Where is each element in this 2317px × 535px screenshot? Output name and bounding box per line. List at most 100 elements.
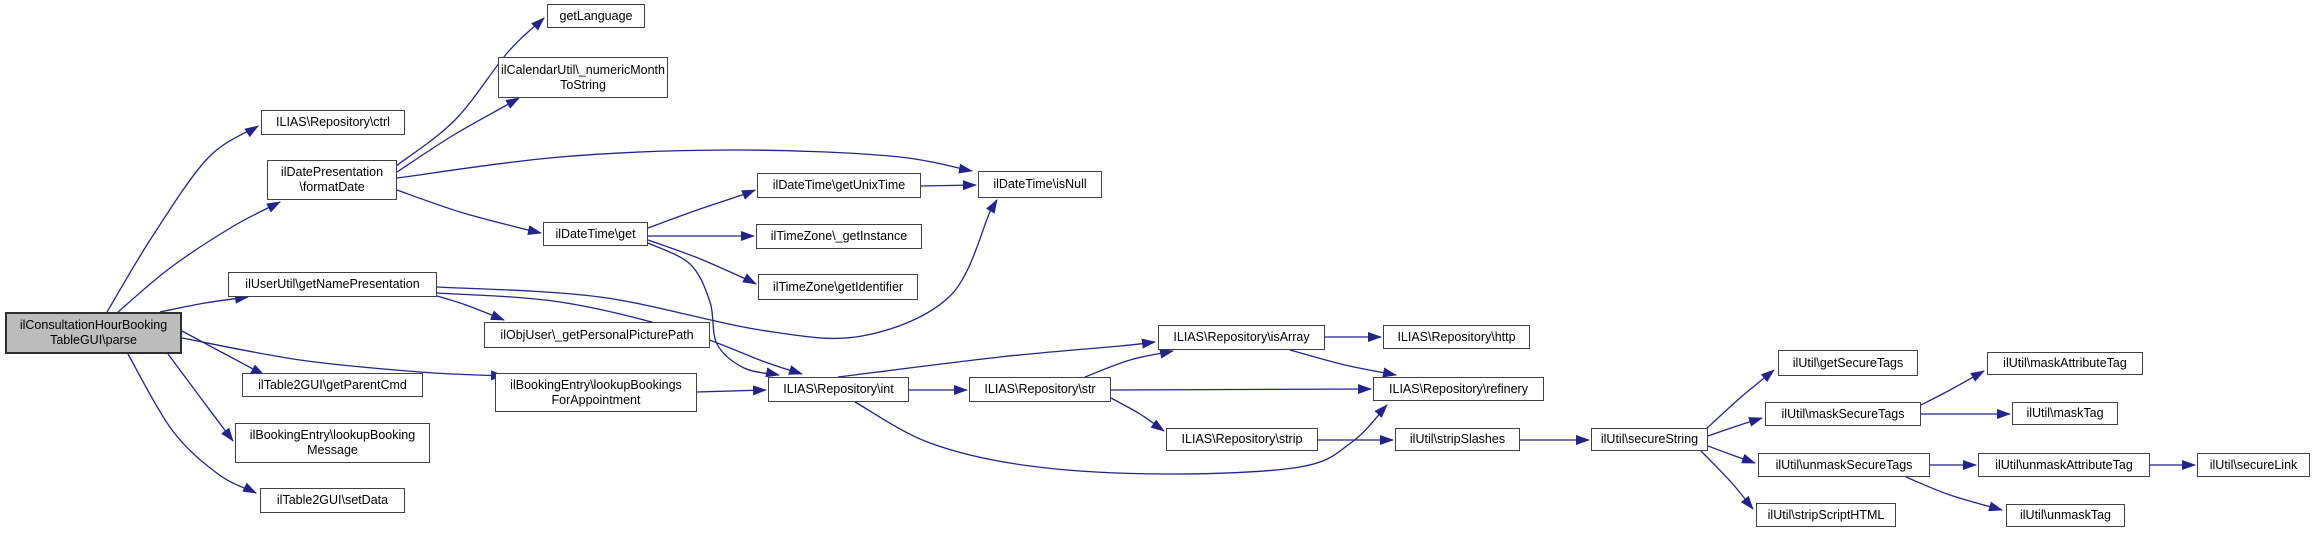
node-label: ilUtil\secureString (1600, 432, 1699, 447)
edge-repository-str-repository-strip (1110, 397, 1165, 432)
node-get-unix-time[interactable]: ilDateTime\getUnixTime (757, 173, 921, 198)
node-secure-string[interactable]: ilUtil\secureString (1591, 428, 1708, 451)
node-repository-is-array[interactable]: ILIAS\Repository\isArray (1158, 325, 1325, 350)
node-set-data[interactable]: ilTable2GUI\setData (260, 488, 405, 513)
edge-parse-get-name-presentation (159, 293, 249, 313)
node-label: ilTable2GUI\getParentCmd (258, 377, 407, 392)
edge-format-date-datetime-get (396, 189, 542, 235)
node-label: getLanguage (559, 8, 633, 23)
node-mask-secure-tags[interactable]: ilUtil\maskSecureTags (1765, 402, 1921, 426)
edge-secure-string-unmask-secure-tags (1707, 445, 1756, 464)
node-get-secure-tags[interactable]: ilUtil\getSecureTags (1778, 350, 1918, 376)
edge-repository-int-repository-refinery (854, 401, 1388, 475)
node-repository-strip[interactable]: ILIAS\Repository\strip (1166, 428, 1318, 451)
node-get-parent-cmd[interactable]: ilTable2GUI\getParentCmd (242, 373, 423, 397)
node-label: ilCalendarUtil\_numericMonth (501, 62, 665, 77)
node-label: ILIAS\Repository\isArray (1173, 330, 1310, 345)
node-personal-picture-path[interactable]: ilObjUser\_getPersonalPicturePath (484, 322, 710, 348)
edge-parse-lookup-booking-message (167, 353, 234, 442)
node-get-name-presentation[interactable]: ilUserUtil\getNamePresentation (228, 272, 437, 297)
edge-secure-string-strip-script-html (1700, 450, 1754, 510)
node-repository-int[interactable]: ILIAS\Repository\int (768, 377, 909, 402)
edge-get-name-presentation-is-null (436, 199, 998, 340)
node-label: ilBookingEntry\lookupBooking (249, 428, 416, 443)
node-label: ilUtil\stripScriptHTML (1767, 507, 1885, 522)
node-label: \formatDate (299, 180, 365, 194)
node-format-date[interactable]: ilDatePresentation\formatDate (267, 160, 397, 200)
node-strip-slashes[interactable]: ilUtil\stripSlashes (1395, 428, 1520, 451)
node-label: ToString (560, 77, 606, 92)
edge-repository-str-repository-is-array (1084, 348, 1174, 378)
node-mask-attribute-tag[interactable]: ilUtil\maskAttributeTag (1987, 352, 2143, 375)
node-label: ilTable2GUI\setData (276, 493, 389, 508)
node-get-language[interactable]: getLanguage (547, 4, 645, 28)
edge-get-unix-time-is-null (920, 180, 977, 191)
edge-datetime-get-repository-int (647, 242, 780, 378)
node-label: ILIAS\Repository\strip (1181, 432, 1303, 447)
node-label: ILIAS\Repository\http (1397, 329, 1516, 344)
node-label: TableGUI\parse (50, 333, 137, 347)
node-label: ilUtil\stripSlashes (1409, 432, 1506, 447)
edge-parse-get-parent-cmd (181, 330, 265, 376)
edge-parse-format-date (117, 201, 281, 313)
node-label: ilBookingEntry\lookupBookings (510, 377, 682, 392)
edge-secure-string-get-secure-tags (1704, 369, 1775, 431)
node-label: ilDatePresentation (280, 165, 384, 180)
node-label: ILIAS\Repository\int (783, 382, 894, 397)
edge-repository-int-repository-is-array (837, 338, 1156, 378)
edge-secure-string-mask-secure-tags (1707, 417, 1763, 437)
node-repository-http[interactable]: ILIAS\Repository\http (1383, 325, 1530, 349)
edge-unmask-secure-tags-unmask-tag (1905, 476, 2003, 512)
edge-datetime-get-get-unix-time (647, 189, 756, 229)
node-repository-refinery[interactable]: ILIAS\Repository\refinery (1373, 377, 1544, 401)
edge-repository-str-repository-refinery (1110, 384, 1372, 395)
edge-repository-is-array-repository-refinery (1289, 349, 1397, 378)
edge-parse-lookup-bookings-for-appointment (181, 337, 505, 381)
node-label: ilConsultationHourBooking (19, 318, 168, 333)
edge-lookup-bookings-for-appointment-repository-int (696, 385, 767, 396)
edge-format-date-get-language (395, 17, 545, 167)
node-unmask-secure-tags[interactable]: ilUtil\unmaskSecureTags (1758, 453, 1930, 477)
node-label: ilUtil\unmaskSecureTags (1775, 457, 1913, 472)
node-repository-ctrl[interactable]: ILIAS\Repository\ctrl (261, 110, 405, 135)
edge-mask-secure-tags-mask-attribute-tag (1920, 370, 1985, 406)
node-is-null[interactable]: ilDateTime\isNull (978, 171, 1102, 198)
node-datetime-get[interactable]: ilDateTime\get (543, 222, 648, 246)
node-timezone-get-identifier[interactable]: ilTimeZone\getIdentifier (758, 274, 918, 300)
node-secure-link[interactable]: ilUtil\secureLink (2197, 453, 2310, 477)
node-mask-tag[interactable]: ilUtil\maskTag (2012, 402, 2118, 425)
node-label: ilUtil\maskAttributeTag (2003, 356, 2127, 371)
node-label: ilUtil\unmaskTag (2019, 508, 2111, 523)
node-repository-str[interactable]: ILIAS\Repository\str (969, 377, 1111, 402)
node-label: ilUtil\getSecureTags (1792, 355, 1904, 370)
node-label: ilUserUtil\getNamePresentation (245, 277, 420, 292)
node-label: ilDateTime\isNull (993, 177, 1087, 192)
edge-parse-repository-ctrl (106, 125, 259, 313)
node-label: ilObjUser\_getPersonalPicturePath (500, 327, 694, 342)
node-label: ilUtil\unmaskAttributeTag (1995, 457, 2133, 472)
node-label: ilTimeZone\getIdentifier (772, 279, 904, 294)
edge-format-date-numeric-month-to-string (396, 97, 520, 173)
edge-get-name-presentation-personal-picture-path (436, 295, 505, 321)
node-label: ILIAS\Repository\refinery (1389, 381, 1528, 396)
node-strip-script-html[interactable]: ilUtil\stripScriptHTML (1756, 503, 1896, 527)
node-label: ilTimeZone\_getInstance (770, 229, 908, 244)
node-label: ilUtil\secureLink (2209, 457, 2298, 472)
node-label: ForAppointment (551, 392, 641, 407)
node-unmask-attribute-tag[interactable]: ilUtil\unmaskAttributeTag (1978, 453, 2150, 477)
edge-parse-set-data (127, 353, 257, 494)
node-unmask-tag[interactable]: ilUtil\unmaskTag (2006, 504, 2125, 527)
edge-format-date-is-null (396, 149, 973, 179)
node-timezone-get-instance[interactable]: ilTimeZone\_getInstance (756, 224, 922, 249)
node-label: ilUtil\maskSecureTags (1781, 406, 1905, 421)
node-label: ilUtil\maskTag (2026, 406, 2104, 421)
node-label: ilDateTime\getUnixTime (772, 178, 906, 193)
node-label: ILIAS\Repository\str (984, 382, 1096, 397)
node-label: ILIAS\Repository\ctrl (276, 115, 390, 130)
